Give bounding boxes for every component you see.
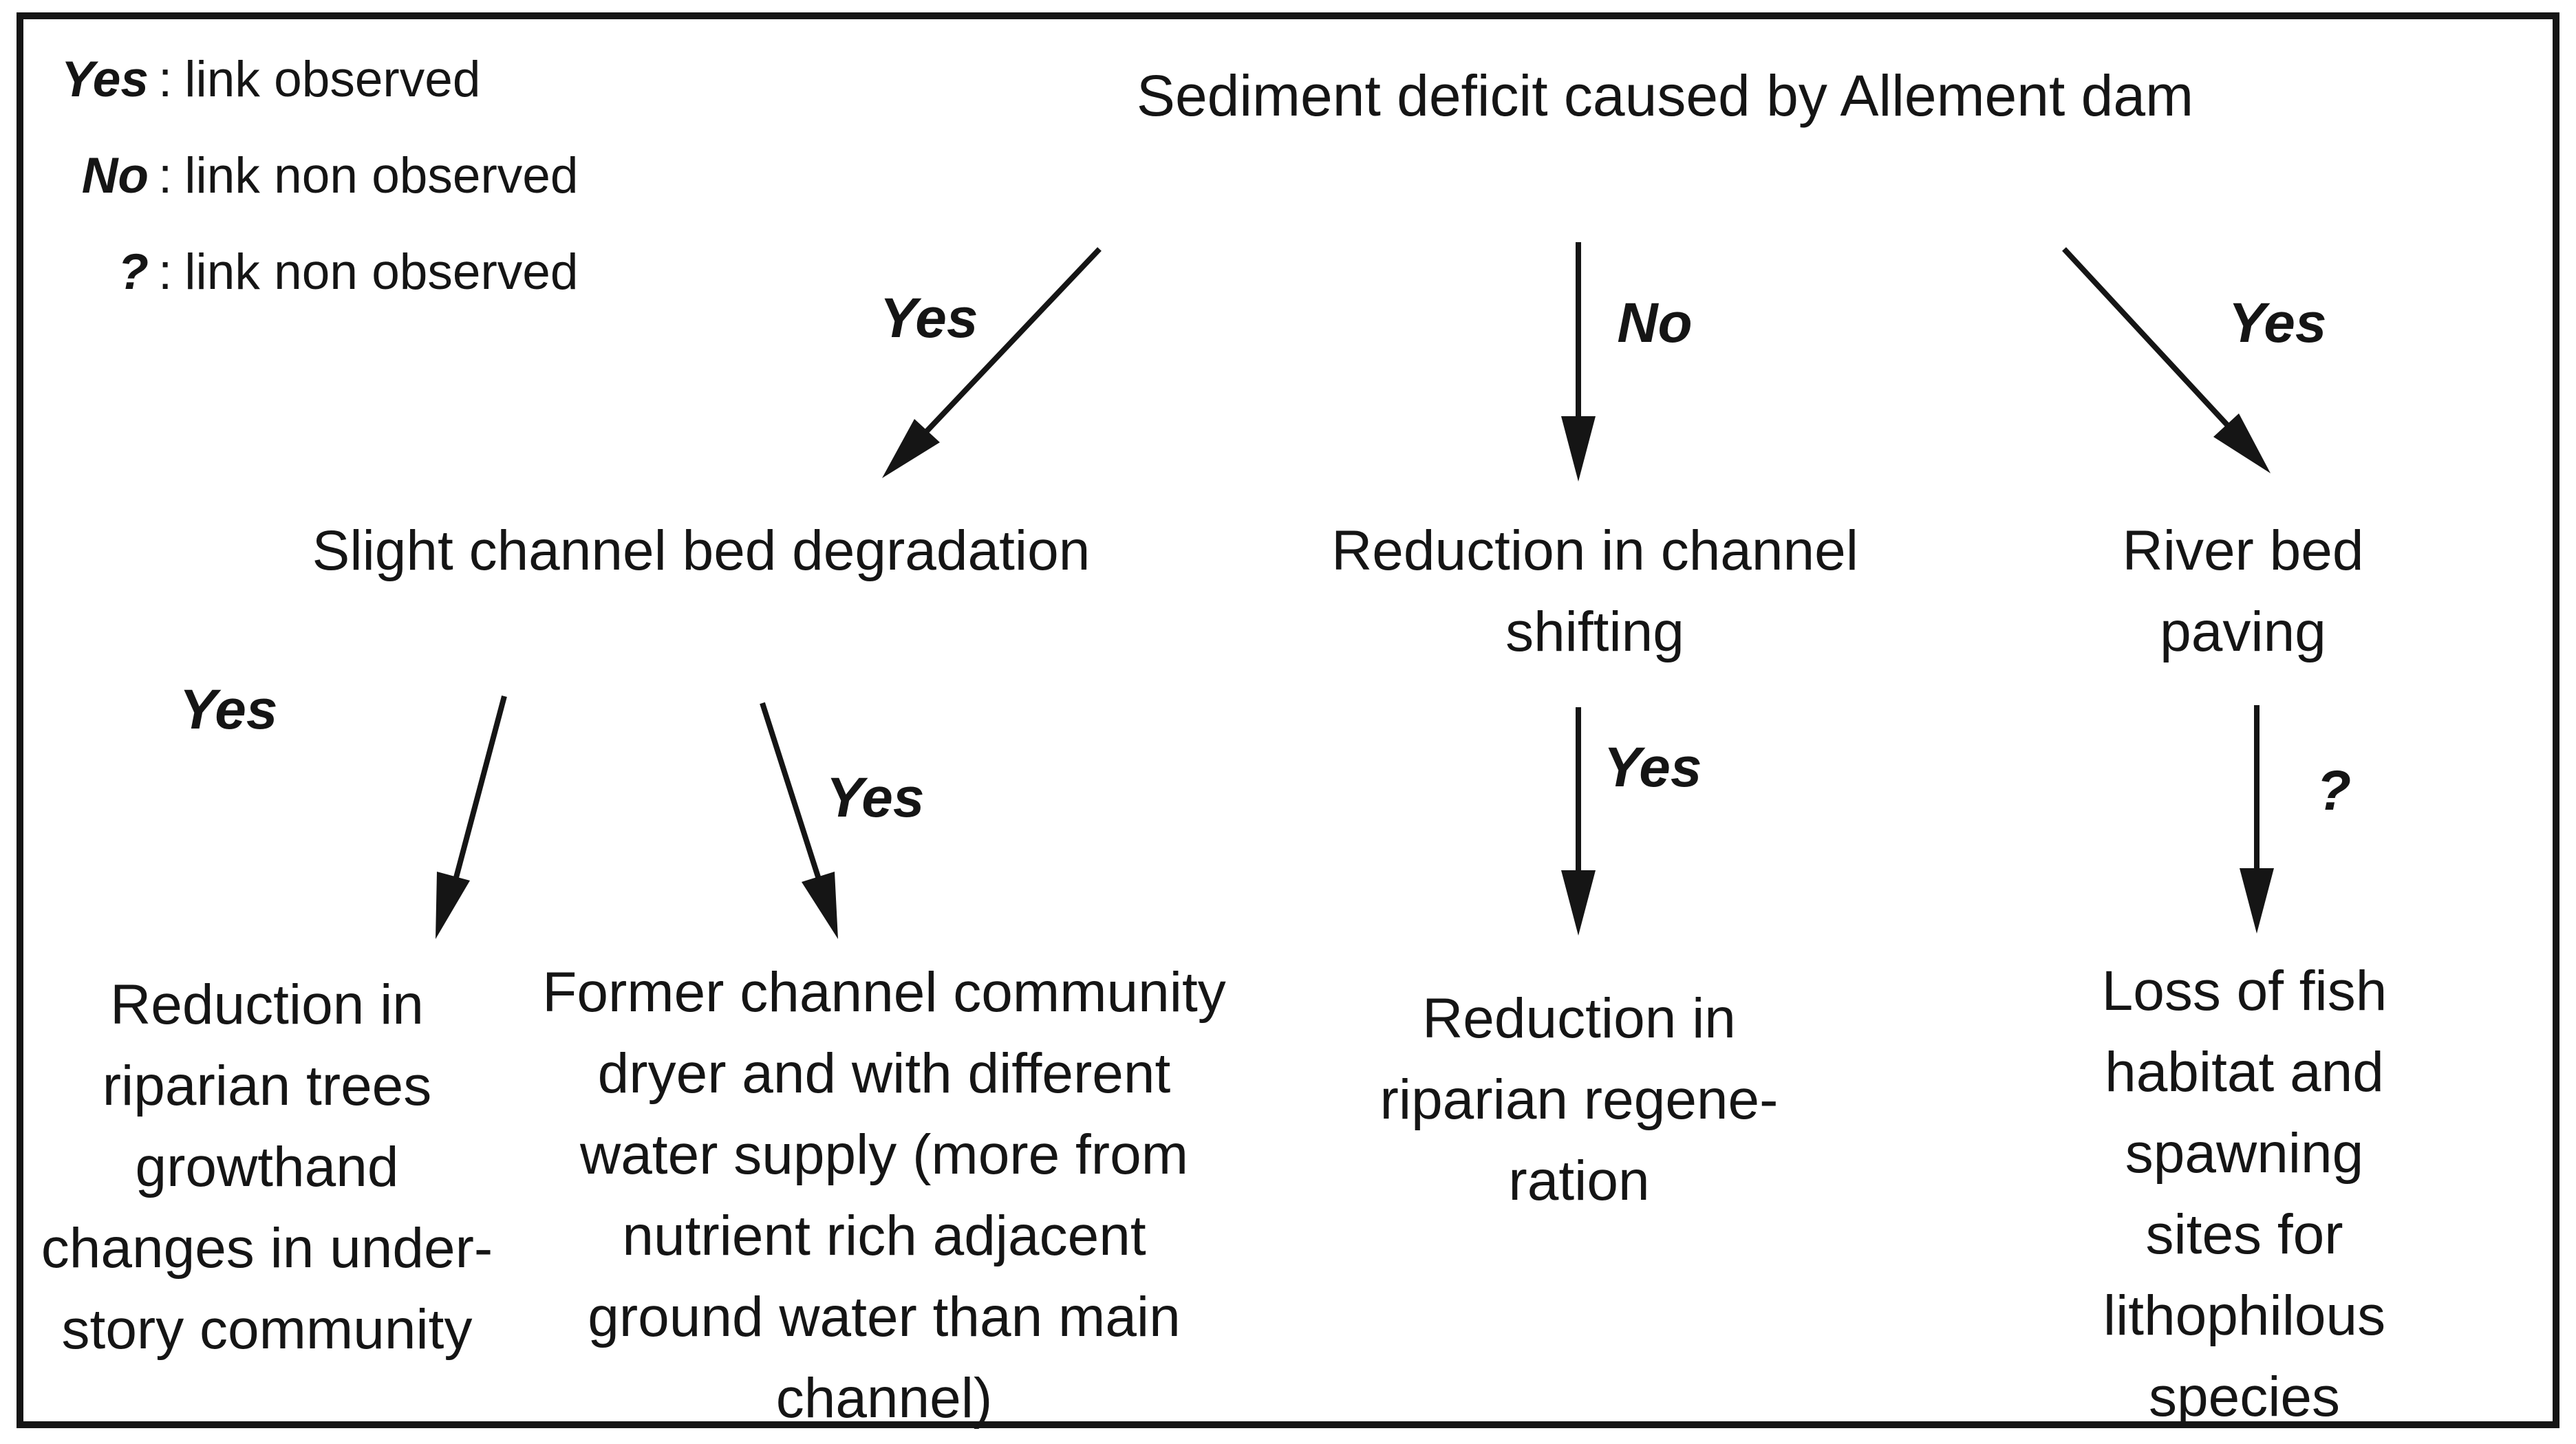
- edge-label-paving-to-habitat: ?: [2316, 759, 2352, 822]
- legend-key-question: ?: [118, 244, 149, 300]
- legend-desc-question: link non observed: [184, 244, 579, 300]
- arrow-root-to-paving: [2062, 247, 2271, 473]
- edge-label-shifting-to-regeneration: Yes: [1603, 736, 1702, 799]
- node-reduction-riparian-trees-growth: Reduction in riparian trees growthand ch…: [41, 973, 493, 1361]
- legend-item-no: No:link non observed: [61, 142, 579, 211]
- arrow-root-to-shifting: [1561, 242, 1596, 482]
- legend-separator: :: [158, 244, 173, 300]
- diagram-border: [17, 12, 2559, 1428]
- edge-label-root-to-paving: Yes: [2228, 292, 2327, 354]
- legend-key-no: No: [81, 148, 149, 204]
- arrow-shifting-to-regeneration: [1561, 707, 1596, 936]
- node-reduction-riparian-regeneration: Reduction in riparian regene- ration: [1380, 987, 1779, 1212]
- legend-separator: :: [158, 148, 173, 204]
- legend-desc-yes: link observed: [184, 52, 481, 107]
- edge-label-degradation-to-former: Yes: [826, 766, 925, 829]
- node-root: Sediment deficit caused by Allement dam: [1136, 63, 2194, 128]
- node-former-channel-community: Former channel community dryer and with …: [542, 961, 1226, 1430]
- node-reduction-in-channel-shifting: Reduction in channel shifting: [1331, 519, 1858, 663]
- arrow-paving-to-habitat: [2240, 705, 2274, 934]
- legend-separator: :: [158, 52, 173, 107]
- edge-label-root-to-shifting: No: [1617, 292, 1693, 354]
- arrow-degradation-to-trees: [436, 695, 507, 939]
- node-loss-of-fish-habitat: Loss of fish habitat and spawning sites …: [2101, 960, 2387, 1428]
- node-river-bed-paving: River bed paving: [2122, 519, 2364, 663]
- arrow-degradation-to-former: [760, 702, 838, 939]
- legend-item-yes: Yes:link observed: [61, 45, 579, 114]
- legend-key-yes: Yes: [61, 52, 149, 107]
- edge-label-root-to-degradation: Yes: [879, 287, 978, 349]
- node-slight-channel-bed-degradation: Slight channel bed degradation: [312, 519, 1091, 582]
- legend-item-question: ?:link non observed: [61, 238, 579, 307]
- legend-desc-no: link non observed: [184, 148, 579, 204]
- arrow-root-to-degradation: [882, 247, 1102, 478]
- edge-label-degradation-to-trees: Yes: [179, 678, 278, 741]
- legend: Yes:link observed No:link non observed ?…: [61, 45, 579, 334]
